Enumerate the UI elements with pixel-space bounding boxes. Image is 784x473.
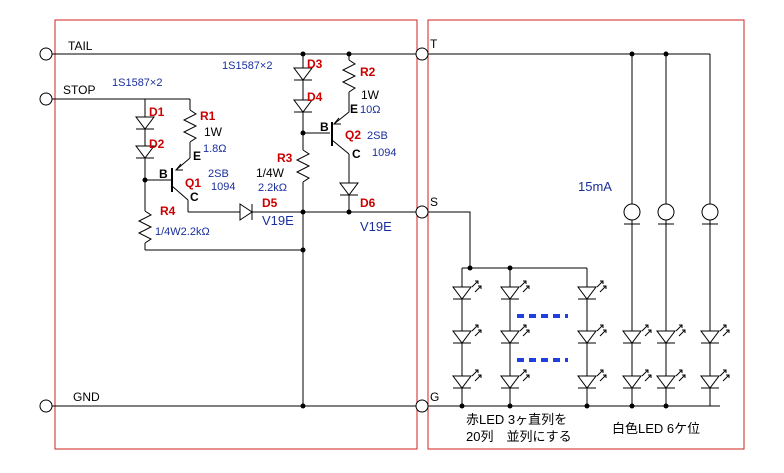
r4-resistor <box>137 210 153 244</box>
d5-diode <box>239 203 253 221</box>
q2-label: Q2 <box>345 128 361 142</box>
r3-label: R3 <box>277 151 293 165</box>
d5-label: D5 <box>262 196 278 210</box>
white-current-label: 15mA <box>578 179 612 194</box>
d6-label: D6 <box>360 196 376 210</box>
gnd-terminal[interactable] <box>39 399 53 413</box>
q1-b-label: B <box>159 167 168 181</box>
q2-c-label: C <box>352 147 361 161</box>
stop-terminal[interactable] <box>39 92 53 106</box>
q1-label: Q1 <box>185 176 201 190</box>
red-led-column-20 <box>577 268 607 406</box>
r3-watt-label: 1/4W <box>256 166 285 180</box>
d1-d2-type-label: 1S1587×2 <box>112 77 162 89</box>
gnd-label: GND <box>73 390 100 404</box>
q2-type2-label: 1094 <box>372 147 396 159</box>
q1-type1-label: 2SB <box>208 168 229 180</box>
d6-diode <box>339 182 359 196</box>
r2-label: R2 <box>360 65 376 79</box>
white-led-column-6 <box>700 54 730 406</box>
r3-resistor <box>295 149 311 183</box>
red-led-caption-line2: 20列 並列にする <box>466 429 572 444</box>
q2-b-label: B <box>320 120 329 134</box>
lamp-box <box>427 19 745 450</box>
q2-e-label: E <box>350 102 358 116</box>
r3-ohm-label: 2.2kΩ <box>258 182 287 194</box>
d5-type-label: V19E <box>262 213 294 228</box>
d1-label: D1 <box>149 105 165 119</box>
d6-type-label: V19E <box>360 219 392 234</box>
q1-type2-label: 1094 <box>211 181 235 193</box>
s-wire-right <box>428 211 471 268</box>
r1-ohm-label: 1.8Ω <box>203 143 227 155</box>
d3-d4-type-label: 1S1587×2 <box>222 60 272 72</box>
g-label: G <box>430 390 439 404</box>
r4-value-label: 1/4W2.2kΩ <box>155 226 210 238</box>
t-terminal[interactable] <box>415 47 429 61</box>
white-led-caption: 白色LED 6ケ位 <box>612 421 700 436</box>
q1-c-label: C <box>190 190 199 204</box>
tail-terminal[interactable] <box>39 47 53 61</box>
t-label: T <box>430 37 438 51</box>
white-led-column-2 <box>656 51 686 409</box>
q1-e-label: E <box>193 149 201 163</box>
r4-label: R4 <box>160 204 176 218</box>
d3-label: D3 <box>307 57 323 71</box>
r1-resistor <box>182 109 198 143</box>
r2-ohm-label: 10Ω <box>360 104 380 116</box>
s-label: S <box>430 195 438 209</box>
tail-label: TAIL <box>68 39 93 53</box>
stop-label: STOP <box>63 83 95 97</box>
d2-label: D2 <box>149 137 165 151</box>
red-led-column-1 <box>452 268 482 406</box>
s-terminal[interactable] <box>415 205 429 219</box>
r1-watt-label: 1W <box>204 125 223 139</box>
r2-watt-label: 1W <box>361 88 380 102</box>
d4-label: D4 <box>307 90 323 104</box>
g-terminal[interactable] <box>415 399 429 413</box>
red-led-caption-line1: 赤LED 3ヶ直列を <box>466 412 567 427</box>
r1-label: R1 <box>200 109 216 123</box>
white-led-column-1 <box>622 51 652 409</box>
control-box <box>54 19 418 450</box>
red-led-column-2 <box>500 268 530 406</box>
r2-resistor <box>341 59 357 93</box>
q2-type1-label: 2SB <box>367 130 388 142</box>
